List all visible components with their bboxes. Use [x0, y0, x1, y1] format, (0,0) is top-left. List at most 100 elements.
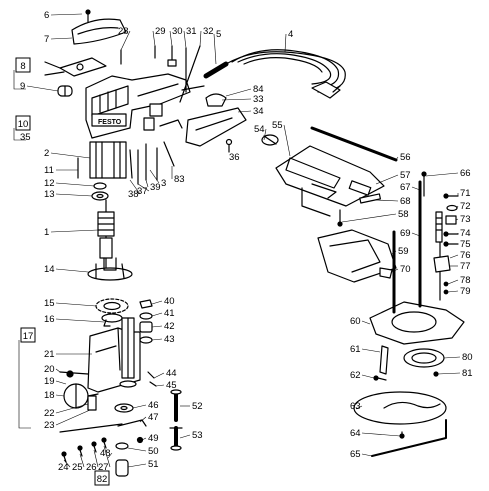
leader-line-18 — [55, 394, 65, 397]
part-number-6: 6 — [44, 10, 49, 21]
leader-line-4 — [284, 33, 287, 53]
armature-part — [97, 199, 115, 269]
leader-line-29 — [152, 30, 156, 47]
base-plate-part — [353, 391, 447, 439]
fan-part — [87, 257, 133, 281]
leader-line-69 — [411, 232, 421, 237]
part-number-69: 69 — [400, 228, 411, 239]
part-number-74: 74 — [460, 228, 471, 239]
part-number-27: 27 — [98, 462, 109, 473]
leader-line-56 — [395, 156, 399, 161]
part-number-80: 80 — [462, 352, 473, 363]
leader-line-54 — [263, 128, 267, 141]
leader-line-81 — [437, 372, 461, 375]
leader-line-68 — [375, 199, 399, 202]
leader-line-50 — [127, 447, 147, 452]
leader-line-39 — [145, 179, 149, 188]
leader-line-65 — [361, 453, 373, 457]
part-number-77: 77 — [460, 261, 471, 272]
leader-line-9 — [26, 85, 59, 92]
part-number-20: 20 — [44, 364, 55, 375]
part-number-60: 60 — [350, 316, 361, 327]
leader-line-2 — [50, 152, 91, 159]
leader-line-59 — [391, 250, 397, 255]
leader-line-7 — [50, 37, 73, 40]
part-number-78: 78 — [460, 275, 471, 286]
part-number-59: 59 — [398, 246, 409, 257]
leader-line-37 — [137, 183, 150, 192]
screws-82-part — [59, 423, 123, 463]
part-number-24: 24 — [58, 462, 69, 473]
box-frame-82 — [94, 470, 110, 486]
part-number-47: 47 — [148, 412, 159, 423]
box-frame-17 — [20, 327, 36, 343]
leader-line-33 — [221, 98, 252, 101]
part-number-35: 35 — [20, 132, 31, 143]
leader-line-58 — [341, 213, 397, 223]
part-number-45: 45 — [166, 380, 177, 391]
leader-line-64 — [361, 432, 401, 437]
part-number-19: 19 — [44, 376, 55, 387]
leader-line-13 — [55, 193, 93, 197]
part-number-16: 16 — [44, 314, 55, 325]
part-number-43: 43 — [164, 334, 175, 345]
leader-line-48 — [107, 452, 113, 459]
leader-line-45 — [155, 384, 165, 387]
bushing-parts — [139, 299, 153, 344]
lower-housing-part — [87, 317, 141, 393]
bracket-line-17 — [18, 340, 31, 429]
leader-line-30 — [169, 30, 173, 47]
part-number-70: 70 — [400, 264, 411, 275]
leader-line-73 — [455, 218, 459, 221]
part-number-57: 57 — [400, 170, 411, 181]
leader-line-25 — [79, 453, 85, 468]
part-number-56: 56 — [400, 152, 411, 163]
brush-plate-part — [44, 57, 107, 77]
part-number-41: 41 — [164, 308, 175, 319]
leader-line-14 — [55, 268, 89, 273]
leader-line-20 — [55, 368, 61, 373]
leader-line-22 — [55, 403, 89, 414]
box-frame-8 — [15, 57, 31, 73]
leader-line-57 — [375, 174, 399, 185]
part-number-18: 18 — [44, 390, 55, 401]
part-number-31: 31 — [186, 26, 197, 37]
bracket-line-8 — [13, 70, 26, 90]
box-frame-10 — [15, 115, 31, 131]
leader-line-34 — [237, 110, 252, 113]
bracket-part — [163, 141, 175, 167]
allen-key-part — [371, 419, 447, 457]
part-number-73: 73 — [460, 214, 471, 225]
leader-line-49 — [141, 437, 147, 441]
leader-line-66 — [425, 172, 459, 177]
part-number-58: 58 — [398, 209, 409, 220]
part-number-4: 4 — [288, 29, 293, 40]
part-number-72: 72 — [460, 201, 471, 212]
part-number-33: 33 — [253, 94, 264, 105]
part-number-25: 25 — [72, 462, 83, 473]
brand-label: FESTO — [98, 119, 122, 126]
part-number-22: 22 — [44, 408, 55, 419]
leader-line-43 — [151, 338, 163, 341]
leader-line-28 — [120, 30, 131, 51]
part-number-76: 76 — [460, 250, 471, 261]
guide-rail-part — [261, 126, 398, 162]
part-number-71: 71 — [460, 188, 471, 199]
leader-line-42 — [151, 325, 163, 328]
part-number-64: 64 — [350, 428, 361, 439]
leader-line-32 — [199, 30, 202, 47]
part-number-26: 26 — [86, 462, 97, 473]
part-number-83: 83 — [174, 174, 185, 185]
part-number-23: 23 — [44, 420, 55, 431]
part-number-8: 8 — [20, 61, 25, 72]
field-coil-part — [77, 141, 158, 185]
power-cord-part — [203, 49, 346, 99]
knob-part — [57, 85, 73, 97]
part-number-52: 52 — [192, 401, 203, 412]
part-number-37: 37 — [137, 186, 148, 197]
leader-line-53 — [179, 434, 191, 439]
leader-line-27 — [103, 445, 111, 468]
leader-line-70 — [391, 268, 399, 273]
motor-housing-part — [85, 73, 191, 139]
